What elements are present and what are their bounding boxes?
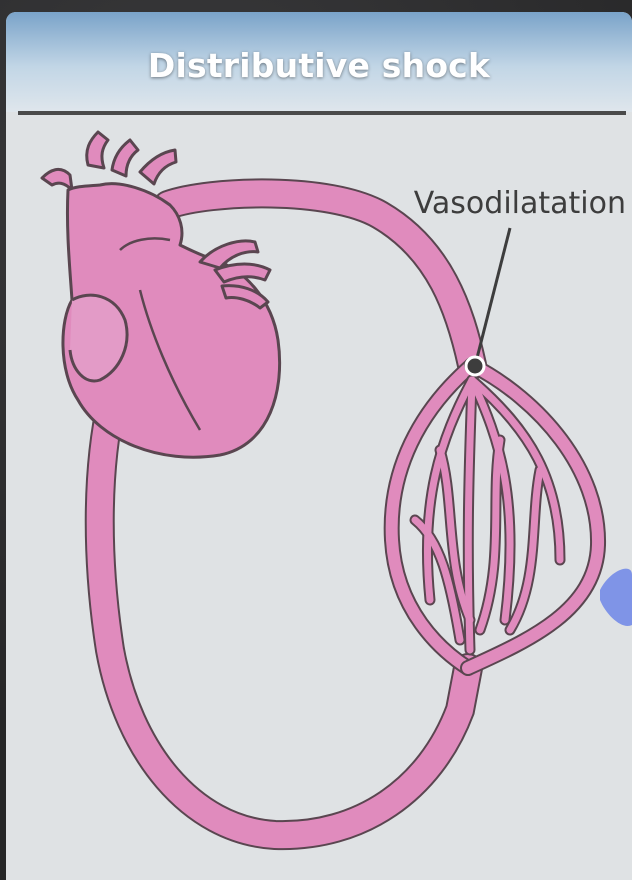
capillary-bed bbox=[392, 365, 598, 668]
callout-junction-dot bbox=[466, 357, 484, 375]
callout-leader-line bbox=[476, 228, 510, 362]
vasodilatation-label: Vasodilatation bbox=[414, 186, 626, 221]
blue-edge-smudge bbox=[600, 569, 632, 626]
